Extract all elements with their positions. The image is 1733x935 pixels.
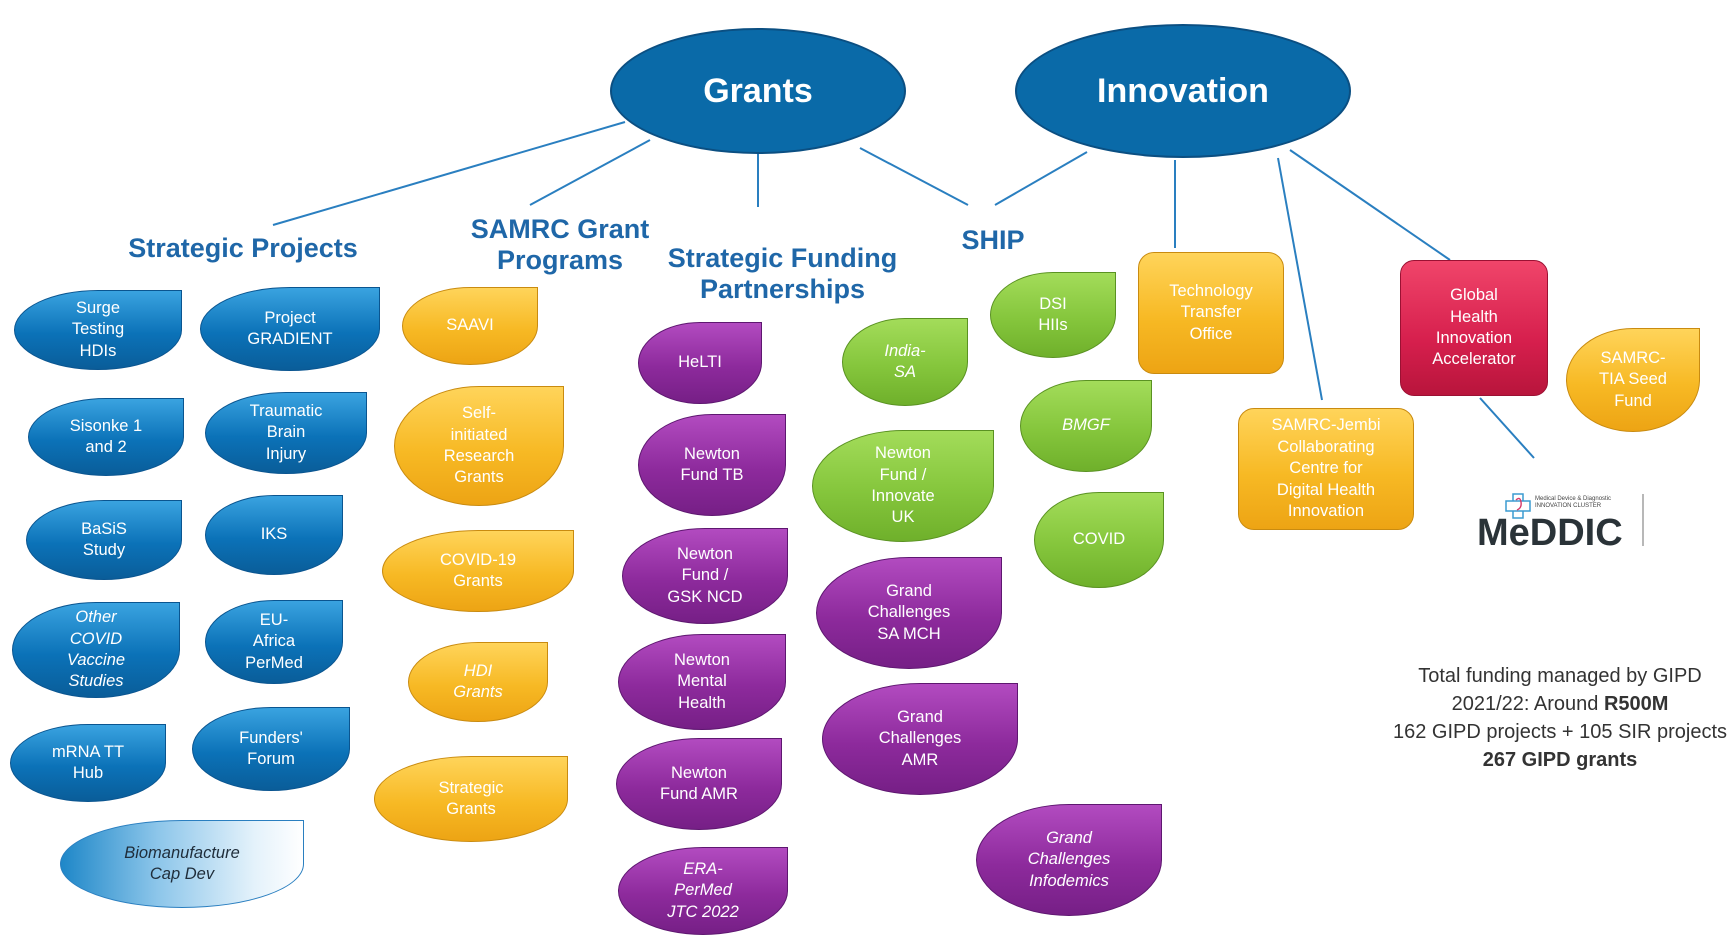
leaf-grand-challenges-sa-mch: Grand Challenges SA MCH xyxy=(816,557,1002,669)
leaf-funders-forum: Funders' Forum xyxy=(192,707,350,791)
meddic-cross-icon xyxy=(1505,493,1531,519)
leaf-biomanufacture: Biomanufacture Cap Dev xyxy=(60,820,304,908)
leaf-india-sa: India- SA xyxy=(842,318,968,406)
grants-root: Grants xyxy=(610,28,906,154)
leaf-covid-ship: COVID xyxy=(1034,492,1164,588)
funding-line-2: 2021/22: Around R500M xyxy=(1350,690,1733,718)
leaf-basis-study: BaSiS Study xyxy=(26,500,182,580)
leaf-eu-africa-permed: EU- Africa PerMed xyxy=(205,600,343,684)
leaf-newton-gsk-ncd: Newton Fund / GSK NCD xyxy=(622,528,788,624)
leaf-era-permed: ERA- PerMed JTC 2022 xyxy=(618,847,788,935)
innovation-root: Innovation xyxy=(1015,24,1351,158)
strategic-funding-heading: Strategic Funding Partnerships xyxy=(667,243,898,305)
leaf-other-covid-vaccine: Other COVID Vaccine Studies xyxy=(12,602,180,698)
funding-line-1: Total funding managed by GIPD xyxy=(1418,665,1702,687)
funding-amount: R500M xyxy=(1603,693,1669,715)
leaf-project-gradient: Project GRADIENT xyxy=(200,287,380,371)
strategic-projects-heading: Strategic Projects xyxy=(128,233,358,263)
leaf-covid-19-grants: COVID-19 Grants xyxy=(382,530,574,612)
samrc-grant-programs-heading: SAMRC Grant Programs xyxy=(470,214,650,276)
leaf-mrna-tt-hub: mRNA TT Hub xyxy=(10,724,166,802)
funding-line-2-prefix: 2021/22: Around xyxy=(1451,693,1604,715)
leaf-samrc-jembi: SAMRC-Jembi Collaborating Centre for Dig… xyxy=(1238,408,1414,530)
leaf-dsi-hiis: DSI HIIs xyxy=(990,272,1116,358)
leaf-grand-challenges-infodemics: Grand Challenges Infodemics xyxy=(976,804,1162,916)
leaf-global-health-innovation-accelerator: Global Health Innovation Accelerator xyxy=(1400,260,1548,396)
leaf-grand-challenges-amr: Grand Challenges AMR xyxy=(822,683,1018,795)
leaf-newton-fund-amr: Newton Fund AMR xyxy=(616,738,782,830)
leaf-traumatic-brain-injury: Traumatic Brain Injury xyxy=(205,392,367,474)
leaf-newton-mental-health: Newton Mental Health xyxy=(618,634,786,730)
leaf-surge-testing: Surge Testing HDIs xyxy=(14,290,182,370)
leaf-self-initiated: Self- initiated Research Grants xyxy=(394,386,564,506)
leaf-strategic-grants: Strategic Grants xyxy=(374,756,568,842)
funding-line-4: 267 GIPD grants xyxy=(1350,746,1733,774)
funding-line-3: 162 GIPD projects + 105 SIR projects xyxy=(1392,721,1728,743)
leaf-technology-transfer-office: Technology Transfer Office xyxy=(1138,252,1284,374)
leaf-samrc-tia-seed-fund: SAMRC- TIA Seed Fund xyxy=(1566,328,1700,432)
leaf-newton-fund-tb: Newton Fund TB xyxy=(638,414,786,516)
meddic-wordmark: MeDDIC xyxy=(1477,512,1623,550)
leaf-sisonke: Sisonke 1 and 2 xyxy=(28,398,184,476)
leaf-bmgf: BMGF xyxy=(1020,380,1152,472)
leaf-hdi-grants: HDI Grants xyxy=(408,642,548,722)
funding-summary: Total funding managed by GIPD 2021/22: A… xyxy=(1350,662,1733,774)
funding-total-grants: 267 GIPD grants xyxy=(1482,749,1638,771)
ship-heading: SHIP xyxy=(961,225,1025,255)
leaf-newton-innovate-uk: Newton Fund / Innovate UK xyxy=(812,430,994,542)
leaf-saavi: SAAVI xyxy=(402,287,538,365)
leaf-iks: IKS xyxy=(205,495,343,575)
leaf-helti: HeLTI xyxy=(638,322,762,404)
